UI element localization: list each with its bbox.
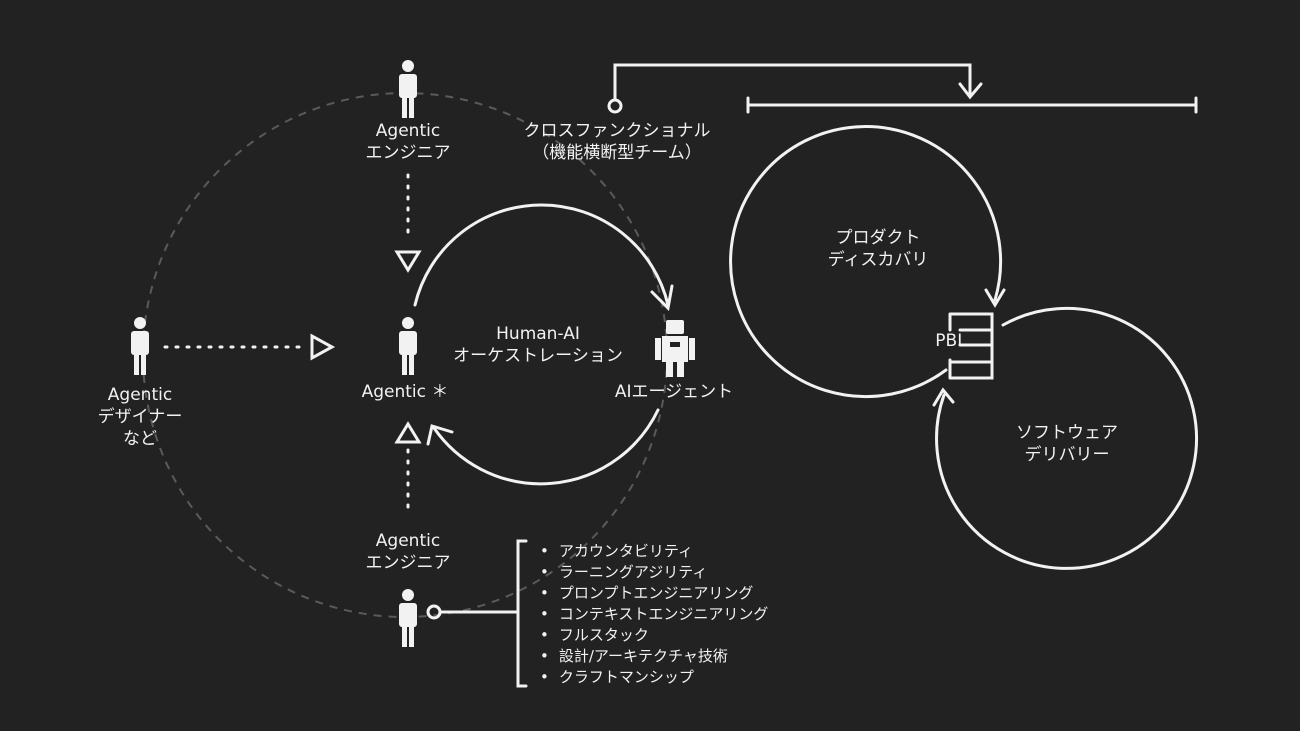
connector-dot bbox=[607, 98, 623, 114]
label-line: ディスカバリ bbox=[827, 250, 929, 270]
skills-list: アカウンタビリティ ラーニングアジリティ プロンプトエンジニアリング コンテキス… bbox=[540, 541, 769, 688]
cross-functional-label: クロスファンクショナル（機能横断型チーム） bbox=[524, 120, 711, 164]
arrowhead bbox=[958, 82, 983, 100]
label-line: Agentic bbox=[375, 121, 441, 141]
skill-item: 設計/アーキテクチャ技術 bbox=[540, 646, 768, 667]
skill-item: クラフトマンシップ bbox=[540, 667, 768, 688]
person-icon-center bbox=[399, 317, 417, 375]
product-discovery-label: プロダクトディスカバリ bbox=[828, 227, 929, 271]
label-line: など bbox=[122, 429, 157, 449]
label-line: （機能横断型チーム） bbox=[532, 143, 702, 163]
label-line: Human-AI bbox=[496, 324, 580, 344]
label-line: クロスファンクショナル bbox=[523, 121, 711, 141]
label-line: ソフトウェア bbox=[1016, 423, 1118, 443]
skill-item: アカウンタビリティ bbox=[540, 541, 768, 562]
arrowhead bbox=[932, 387, 955, 407]
label-line: デリバリー bbox=[1024, 445, 1110, 465]
ai-agent-label: AIエージェント bbox=[614, 382, 734, 402]
triangle-arrow-bottom bbox=[394, 421, 422, 444]
software-delivery-circle bbox=[935, 306, 1199, 570]
arrowhead bbox=[984, 288, 1006, 308]
skill-item: プロンプトエンジニアリング bbox=[540, 583, 768, 604]
label-line: エンジニア bbox=[365, 553, 451, 573]
robot-icon bbox=[655, 320, 695, 377]
triangle-arrow-left bbox=[310, 333, 336, 361]
label-line: Agentic bbox=[375, 531, 441, 551]
label-line: エンジニア bbox=[365, 143, 451, 163]
person-icon-left bbox=[131, 317, 149, 375]
skill-item: フルスタック bbox=[540, 625, 768, 646]
software-delivery-label: ソフトウェアデリバリー bbox=[1016, 422, 1118, 466]
team-connector bbox=[613, 63, 972, 102]
label-line: Agentic bbox=[107, 385, 173, 405]
label-line: プロダクト bbox=[835, 228, 921, 248]
arrowhead bbox=[426, 424, 454, 446]
person-icon-bottom bbox=[399, 589, 417, 647]
skill-item: コンテキストエンジニアリング bbox=[540, 604, 769, 625]
agentic-center-label: Agentic ＊ bbox=[361, 382, 449, 402]
person-icon-top bbox=[399, 60, 417, 118]
cycle-arc-top bbox=[413, 203, 670, 307]
label-line: デザイナー bbox=[97, 407, 183, 427]
cycle-arc-bottom bbox=[432, 408, 660, 486]
team-bracket bbox=[746, 96, 1198, 114]
label-line: オーケストレーション bbox=[453, 346, 623, 366]
skill-item: ラーニングアジリティ bbox=[540, 562, 768, 583]
pbl-label: PBL bbox=[935, 331, 967, 351]
backlog-stack bbox=[948, 312, 994, 380]
product-discovery-circle bbox=[729, 125, 1003, 399]
triangle-arrow-top bbox=[394, 250, 422, 273]
skills-bracket bbox=[516, 539, 528, 688]
arrowhead bbox=[650, 284, 674, 312]
